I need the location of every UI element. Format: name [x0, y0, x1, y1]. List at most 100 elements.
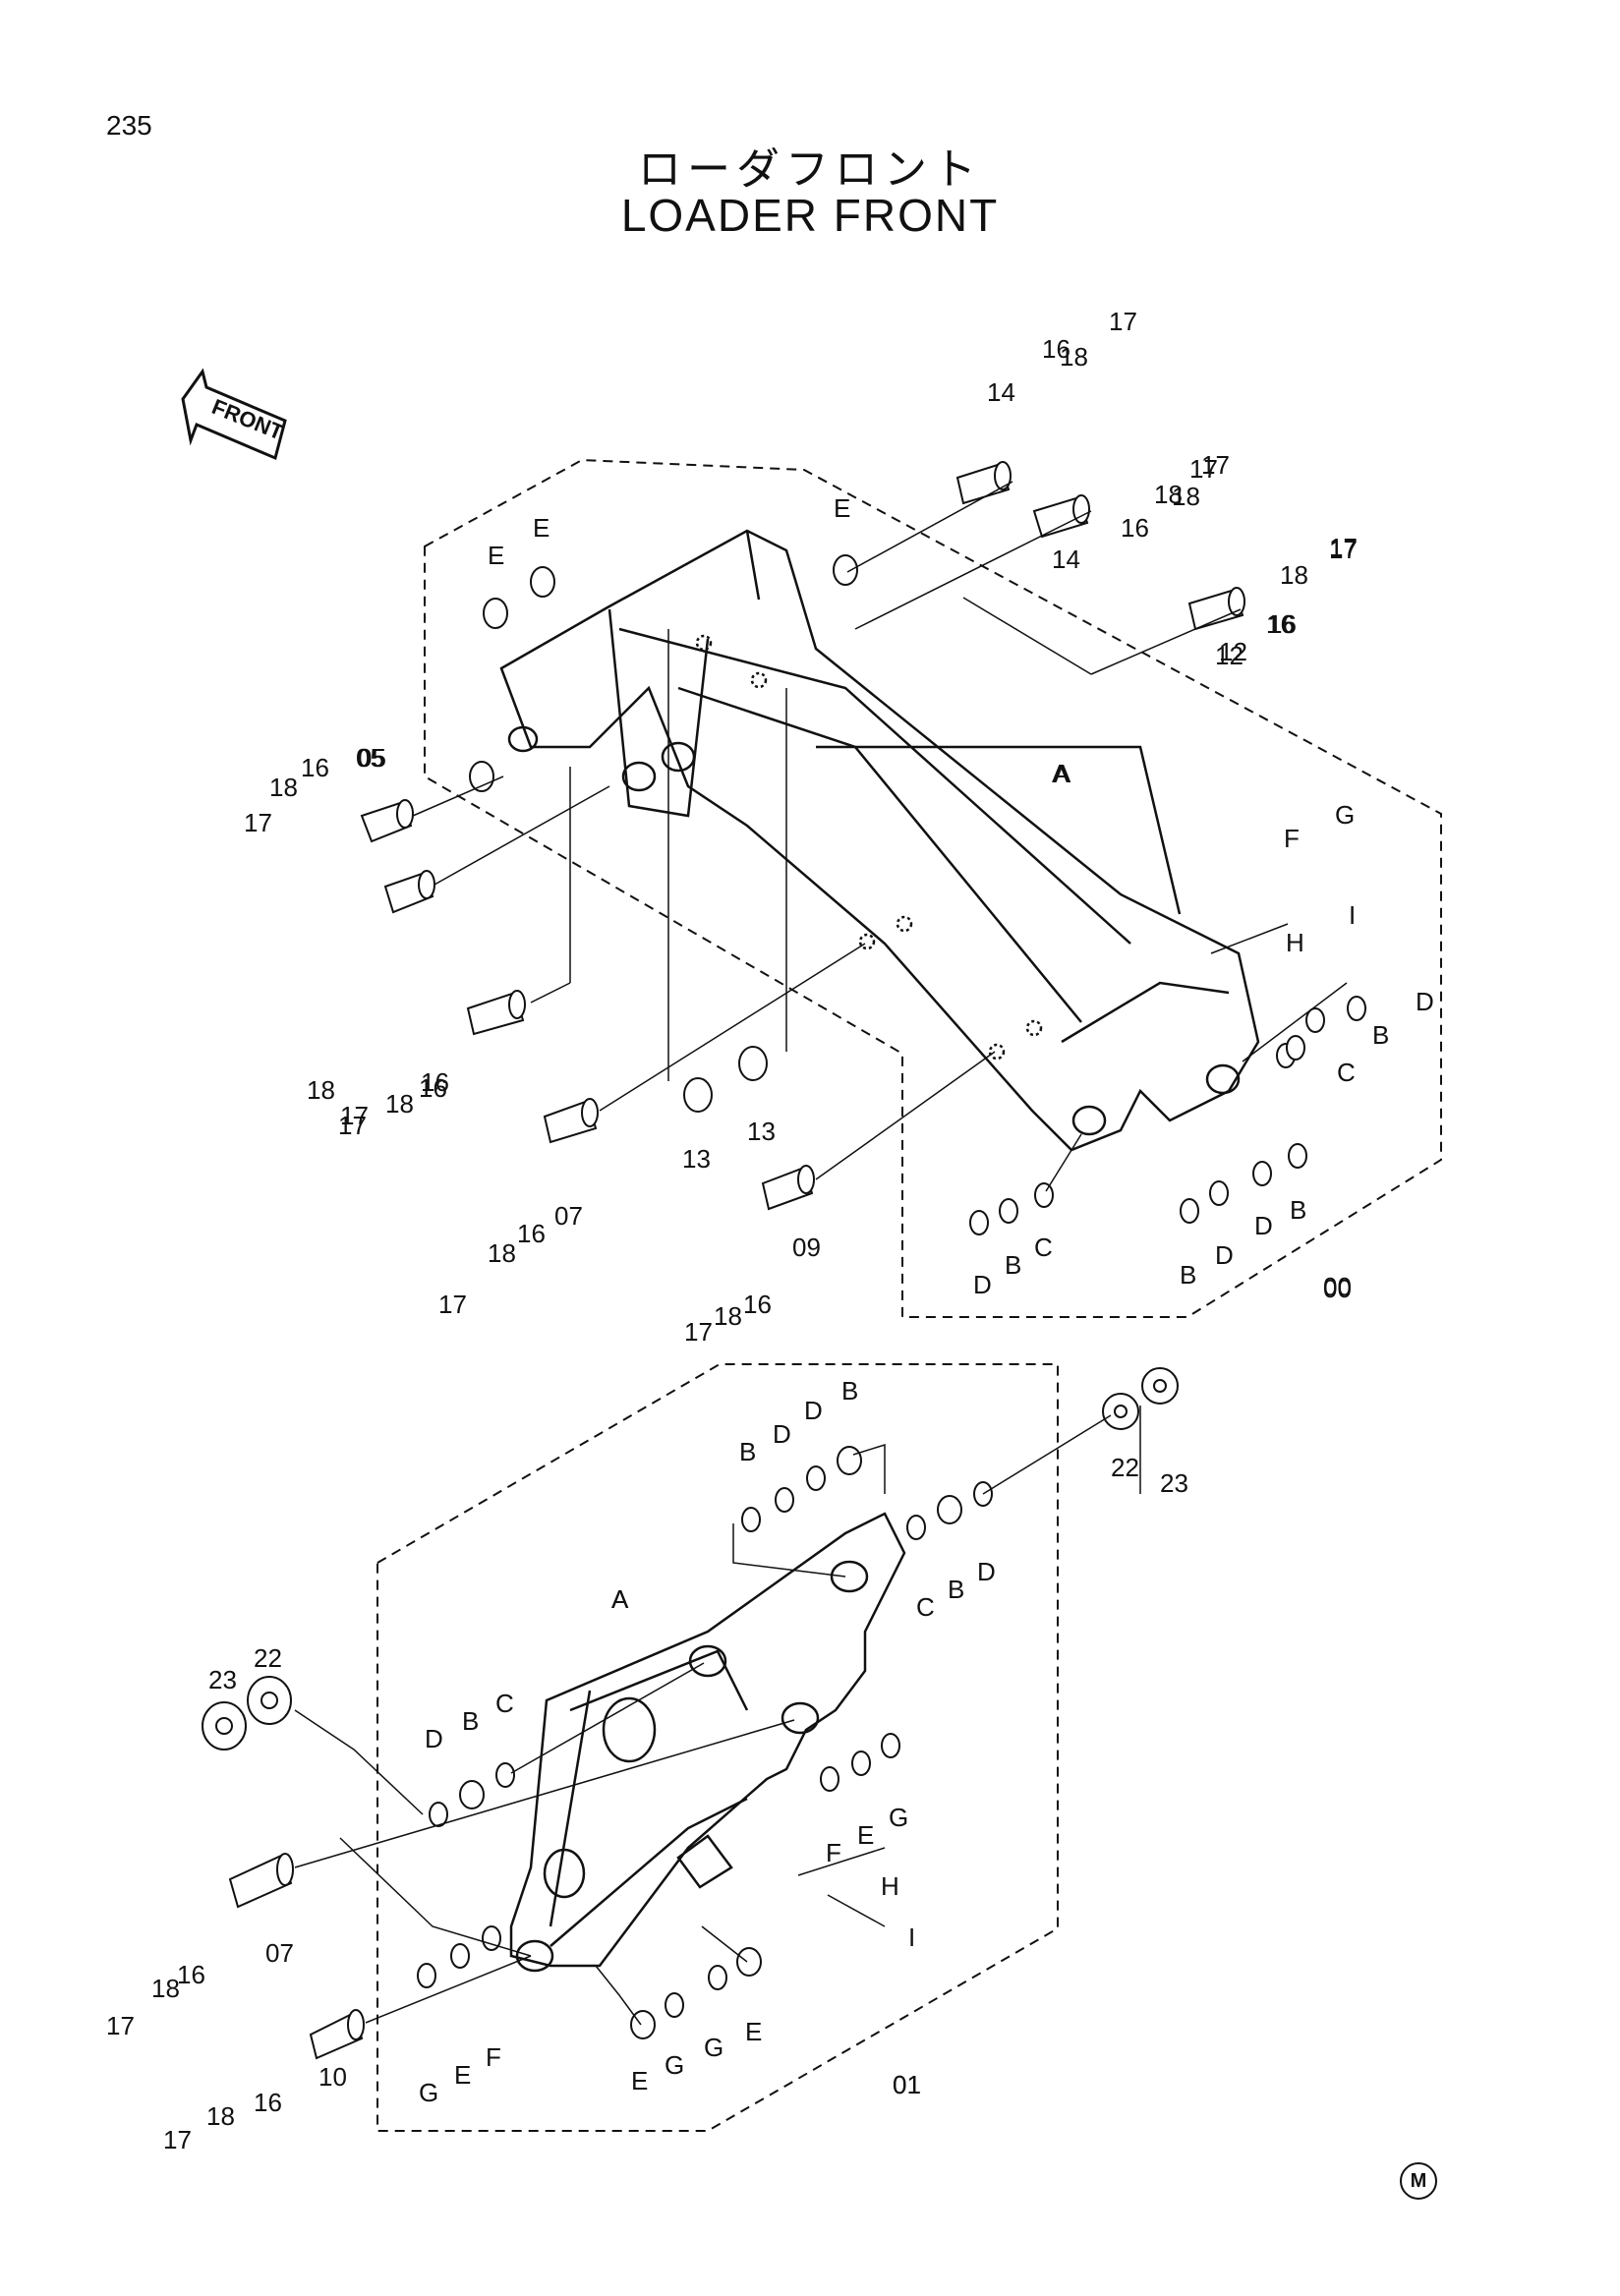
callout-label: 18 — [206, 2101, 235, 2131]
callout-label: D — [1416, 987, 1434, 1016]
upper-assembly-frame — [424, 458, 1442, 1318]
upper-pins — [360, 461, 1245, 1211]
callout-label: 10 — [318, 2062, 347, 2092]
callout-label: 05 — [356, 743, 384, 773]
callout-label: 12 — [1219, 637, 1247, 666]
page-title: LOADER FRONT — [620, 190, 1000, 241]
front-arrow-icon: FRONT — [181, 368, 287, 461]
callout-label: 18 — [385, 1089, 414, 1119]
callout-label: D — [973, 1270, 992, 1299]
callout-label: 22 — [1111, 1453, 1139, 1482]
callout-label: 18 — [307, 1075, 335, 1105]
callout-label: B — [739, 1437, 756, 1466]
m-marker-icon: M — [1400, 2162, 1437, 2200]
callout-label: G — [665, 2050, 684, 2080]
callout-label: 23 — [208, 1665, 237, 1694]
callout-label: E — [631, 2066, 648, 2095]
callout-label: H — [881, 1871, 899, 1901]
callout-label: 05 — [358, 743, 386, 773]
callout-label: D — [1254, 1211, 1273, 1240]
callout-label: I — [1349, 900, 1356, 930]
callout-label: D — [804, 1396, 823, 1425]
callout-label: 18 — [269, 773, 298, 802]
page-number: 235 — [106, 110, 152, 141]
page-title-japanese: ローダフロント — [638, 145, 982, 194]
callout-label: F — [1284, 824, 1300, 853]
callout-label: 16 — [177, 1960, 205, 1989]
callout-label: 17 — [1329, 533, 1358, 562]
callout-label: E — [533, 513, 550, 543]
callout-label: 07 — [265, 1938, 294, 1968]
callout-label: B — [841, 1376, 858, 1406]
callout-label: C — [1034, 1233, 1053, 1262]
callout-label: 17 — [1201, 450, 1230, 480]
lower-bushes — [202, 1367, 1179, 2039]
callout-label: 13 — [682, 1144, 711, 1174]
callout-label: 17 — [438, 1290, 467, 1319]
callout-label: E — [834, 493, 850, 523]
callout-label: G — [889, 1803, 908, 1832]
callout-label: A — [1052, 759, 1070, 788]
callout-label: 18 — [1154, 480, 1183, 509]
callout-label: C — [495, 1689, 514, 1718]
callout-label: 16 — [301, 753, 329, 782]
upper-frame-label: 00 — [1323, 1272, 1352, 1301]
callout-label: H — [1286, 928, 1304, 957]
callout-label: 00 — [1323, 1274, 1352, 1303]
callout-label: 17 — [1189, 454, 1218, 484]
callout-label: 18 — [714, 1301, 742, 1331]
upper-leader-lines — [412, 481, 1348, 1192]
callout-label: G — [704, 2033, 723, 2062]
callout-label: 17 — [340, 1101, 369, 1130]
callout-label: F — [826, 1838, 841, 1867]
callout-label: 14 — [987, 377, 1015, 407]
lower-pins — [228, 1853, 365, 2060]
callout-label: B — [1005, 1250, 1021, 1280]
callout-label: A — [611, 1584, 629, 1614]
callout-label: I — [908, 1923, 915, 1952]
upper-boom — [499, 529, 1260, 1152]
callout-label: C — [1337, 1058, 1356, 1087]
callout-label: 13 — [747, 1117, 776, 1146]
callout-label: 22 — [254, 1643, 282, 1673]
callout-label: 18 — [1172, 482, 1200, 511]
callout-label: D — [977, 1557, 996, 1586]
callout-label: 17 — [163, 2125, 192, 2154]
callout-label: 18 — [1060, 342, 1088, 372]
callout-label: D — [425, 1724, 443, 1753]
callout-label: 16 — [1121, 513, 1149, 543]
callout-label: 17 — [106, 2011, 135, 2040]
callout-label: 16 — [421, 1067, 449, 1097]
callout-label: G — [419, 2078, 438, 2107]
callout-label: 14 — [1052, 545, 1080, 574]
callout-label: E — [857, 1820, 874, 1850]
lower-body-label: A — [611, 1584, 629, 1614]
lower-bellcrank — [509, 1512, 906, 1973]
callout-label: 12 — [1215, 641, 1244, 670]
callout-label: 07 — [554, 1201, 583, 1231]
callout-label: E — [454, 2060, 471, 2090]
callout-label: 17 — [338, 1111, 367, 1140]
callout-label: B — [1180, 1260, 1196, 1290]
callout-label: 17 — [244, 808, 272, 837]
lower-leader-lines — [294, 1406, 1141, 2026]
lower-frame-label: 01 — [893, 2070, 921, 2099]
upper-bushes — [469, 554, 1366, 1235]
callout-label: 16 — [743, 1290, 772, 1319]
callout-label: 16 — [1268, 609, 1297, 639]
callout-label: B — [948, 1575, 964, 1604]
callout-label: D — [773, 1419, 791, 1449]
callout-label: 18 — [151, 1974, 180, 2003]
callout-label: 17 — [1109, 307, 1137, 336]
callout-label: 01 — [893, 2070, 921, 2099]
lower-assembly-frame — [376, 1363, 1059, 2132]
callout-label: C — [916, 1592, 935, 1622]
callout-label: 16 — [1266, 609, 1295, 639]
callout-label: 18 — [488, 1238, 516, 1268]
callout-label: 16 — [1042, 334, 1070, 364]
callout-label: F — [486, 2042, 501, 2072]
callout-label: D — [1215, 1240, 1234, 1270]
callout-label: 23 — [1160, 1468, 1188, 1498]
